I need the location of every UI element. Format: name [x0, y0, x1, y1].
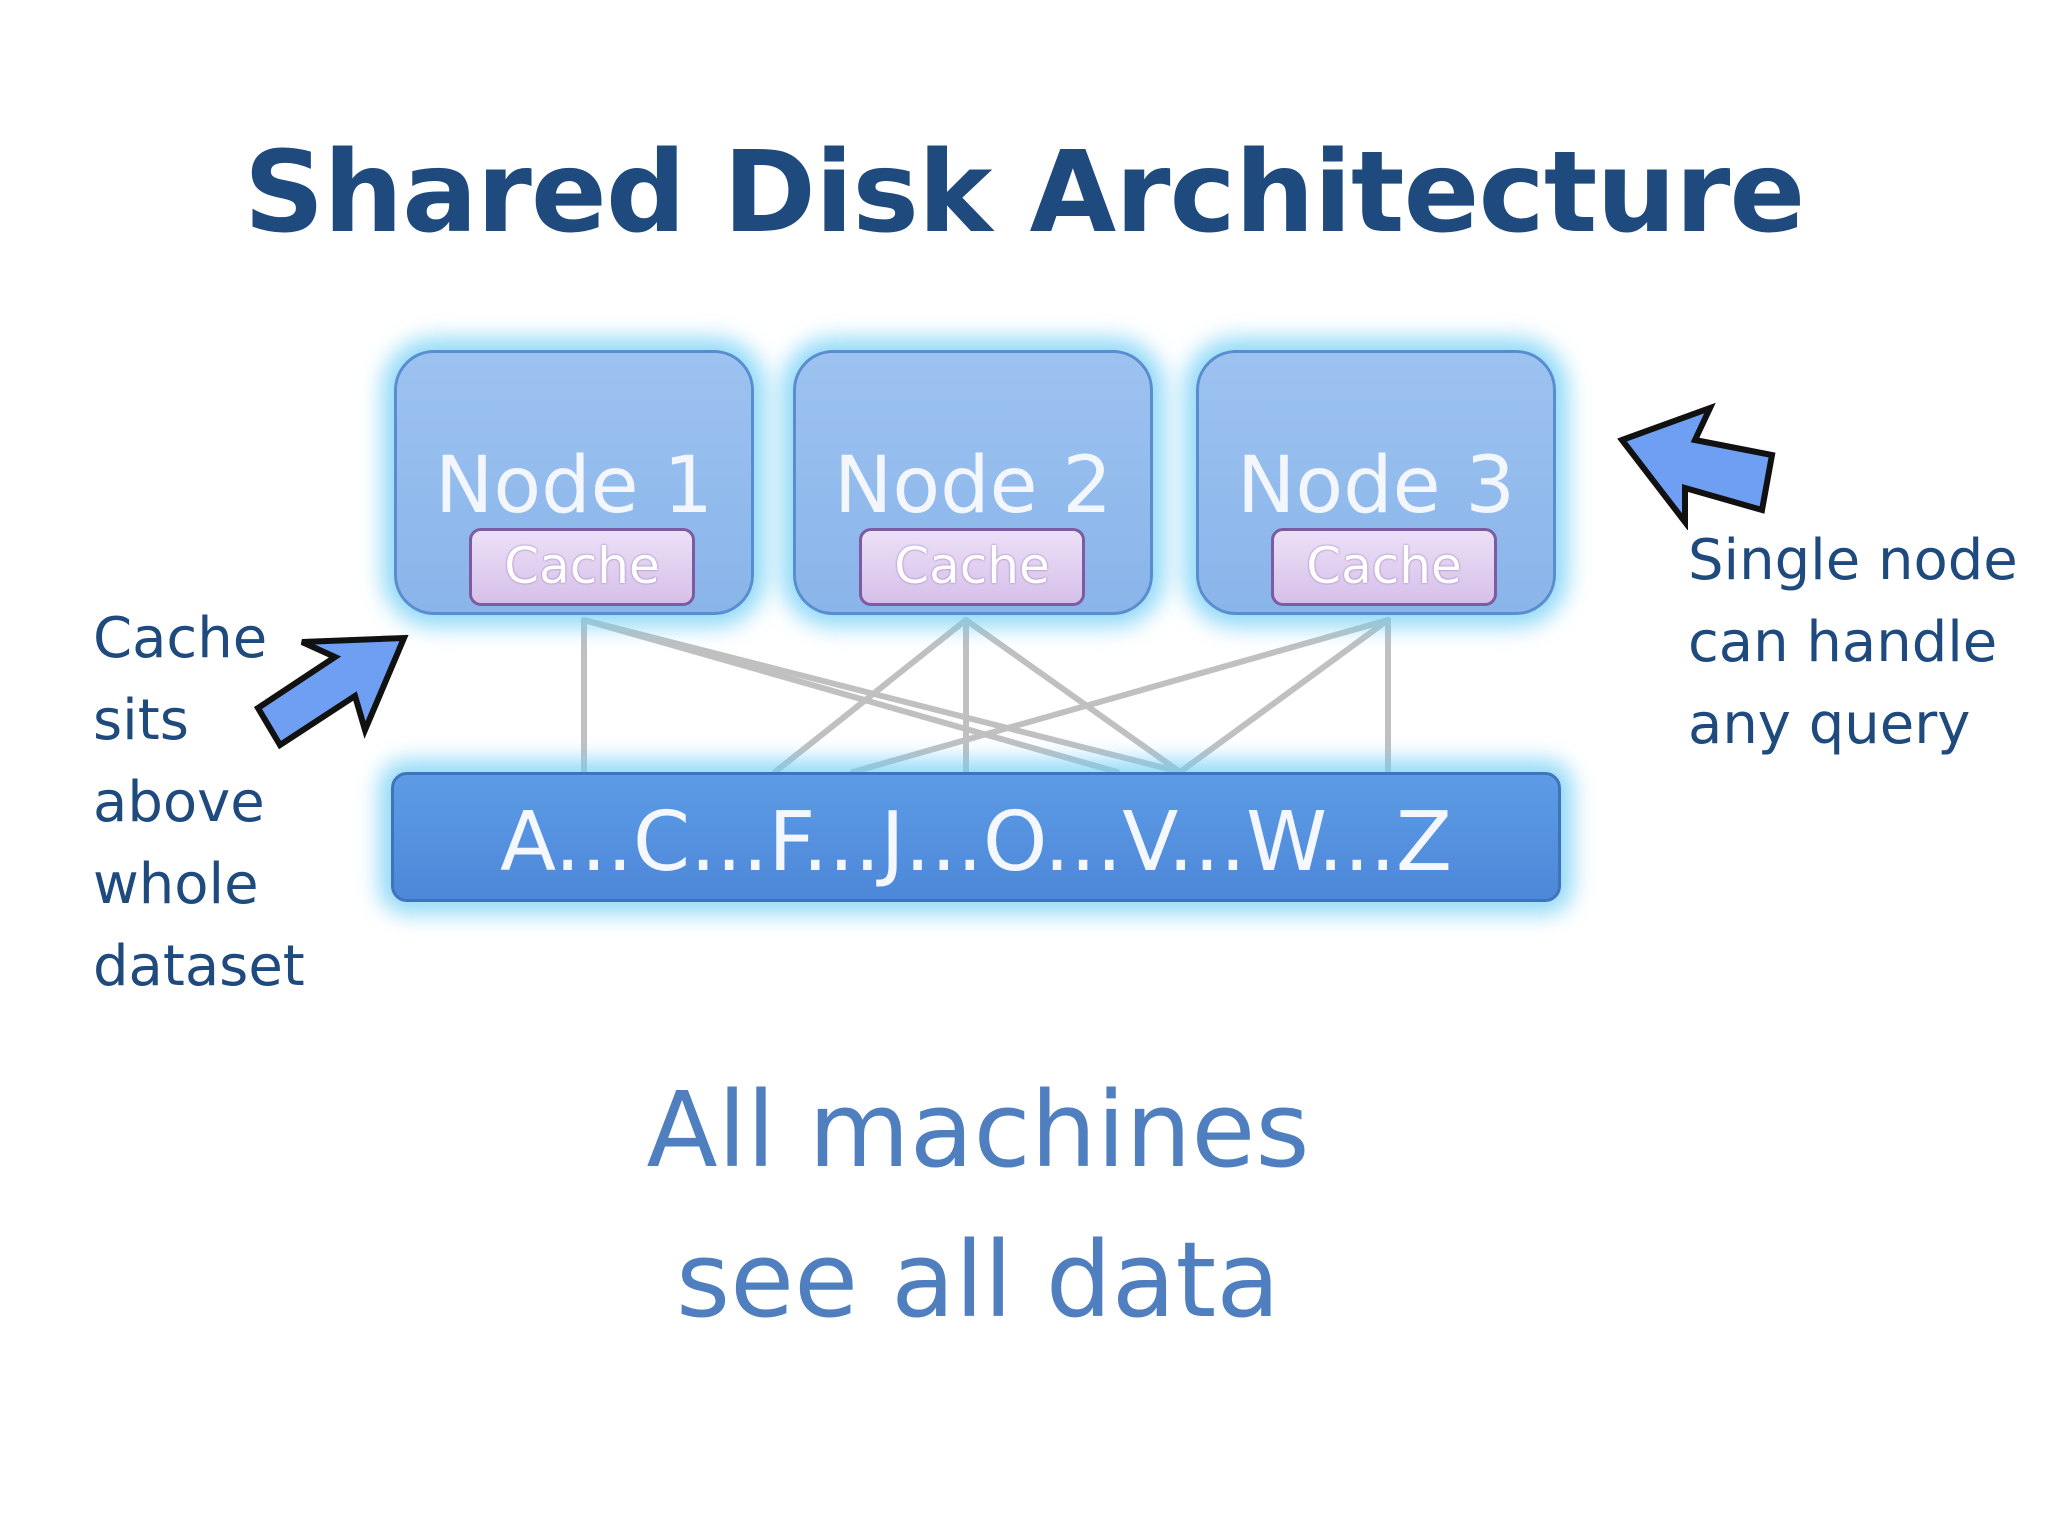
footer-caption-line: see all data	[675, 1219, 1281, 1341]
right-annotation: Single node can handle any query	[1688, 520, 2018, 766]
arrow-up-left-icon	[1617, 402, 1776, 530]
slide-title: Shared Disk Architecture	[243, 128, 1806, 258]
arrow-up-right-icon	[253, 634, 409, 750]
node-2-box: Node 2 Cache	[793, 350, 1153, 615]
connection-line	[772, 617, 969, 775]
right-annotation-line: can handle	[1688, 610, 1998, 675]
node-1-cache: Cache	[469, 528, 695, 606]
left-annotation-line: dataset	[93, 934, 305, 999]
left-annotation-line: sits	[93, 688, 189, 753]
shared-disk-label: A...C...F...J...O...V...W...Z	[499, 795, 1453, 890]
connection-line	[1177, 617, 1391, 775]
connection-line	[581, 617, 1183, 775]
footer-caption-line: All machines	[646, 1069, 1310, 1191]
shared-disk-box: A...C...F...J...O...V...W...Z	[391, 772, 1561, 902]
node-1-box: Node 1 Cache	[394, 350, 754, 615]
connection-line	[963, 617, 1183, 775]
node-2-cache: Cache	[859, 528, 1085, 606]
node-3-box: Node 3 Cache	[1196, 350, 1556, 615]
left-annotation: Cache sits above whole dataset	[93, 598, 305, 1008]
node-2-label: Node 2	[834, 441, 1112, 531]
connection-line	[850, 617, 1391, 775]
right-annotation-line: any query	[1688, 692, 1971, 757]
node-3-cache: Cache	[1271, 528, 1497, 606]
node-3-label: Node 3	[1237, 441, 1515, 531]
node-1-label: Node 1	[435, 441, 713, 531]
left-annotation-line: whole	[93, 852, 259, 917]
left-annotation-line: above	[93, 770, 265, 835]
footer-caption: All machines see all data	[0, 1055, 1956, 1355]
left-annotation-line: Cache	[93, 606, 268, 671]
right-annotation-line: Single node	[1688, 528, 2018, 593]
